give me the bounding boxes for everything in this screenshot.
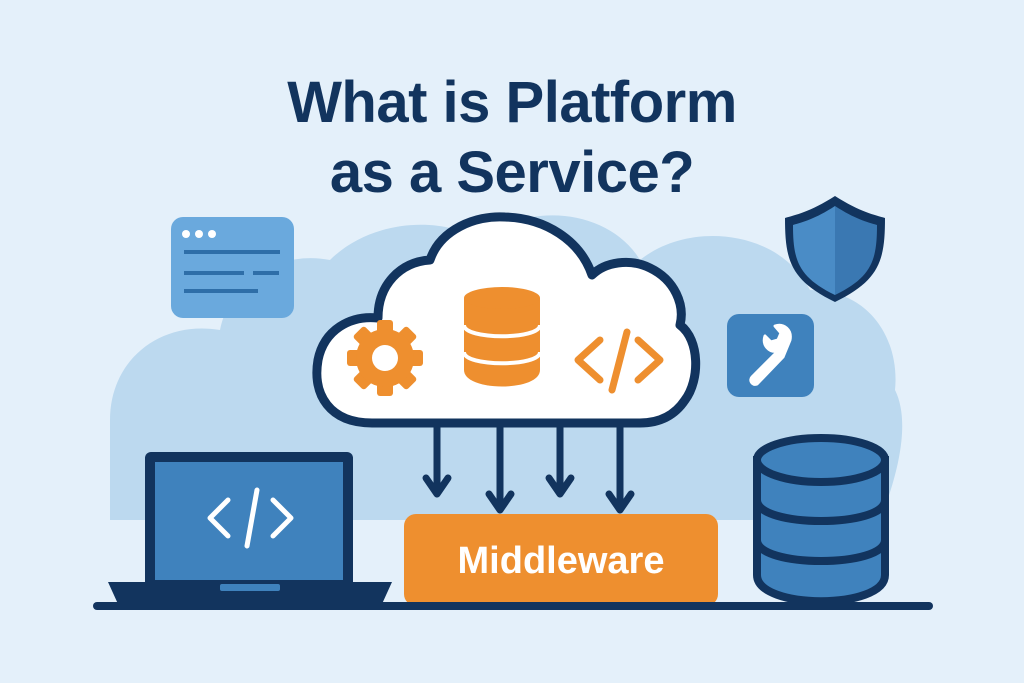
wrench-icon [727,314,814,397]
page-title: What is Platform as a Service? [0,68,1024,208]
database-icon [462,287,542,387]
middleware-box [404,514,718,606]
ground-line [93,602,933,610]
title-line-1: What is Platform [287,70,737,135]
arrow-down-icon [422,421,635,514]
code-icon [207,487,294,549]
gear-icon [347,320,423,396]
database-icon [753,434,889,606]
title-line-2: as a Service? [329,140,695,205]
code-icon [574,328,664,394]
shield-icon [785,196,885,302]
middleware-label: Middleware [457,539,665,582]
browser-window-icon [171,217,294,318]
